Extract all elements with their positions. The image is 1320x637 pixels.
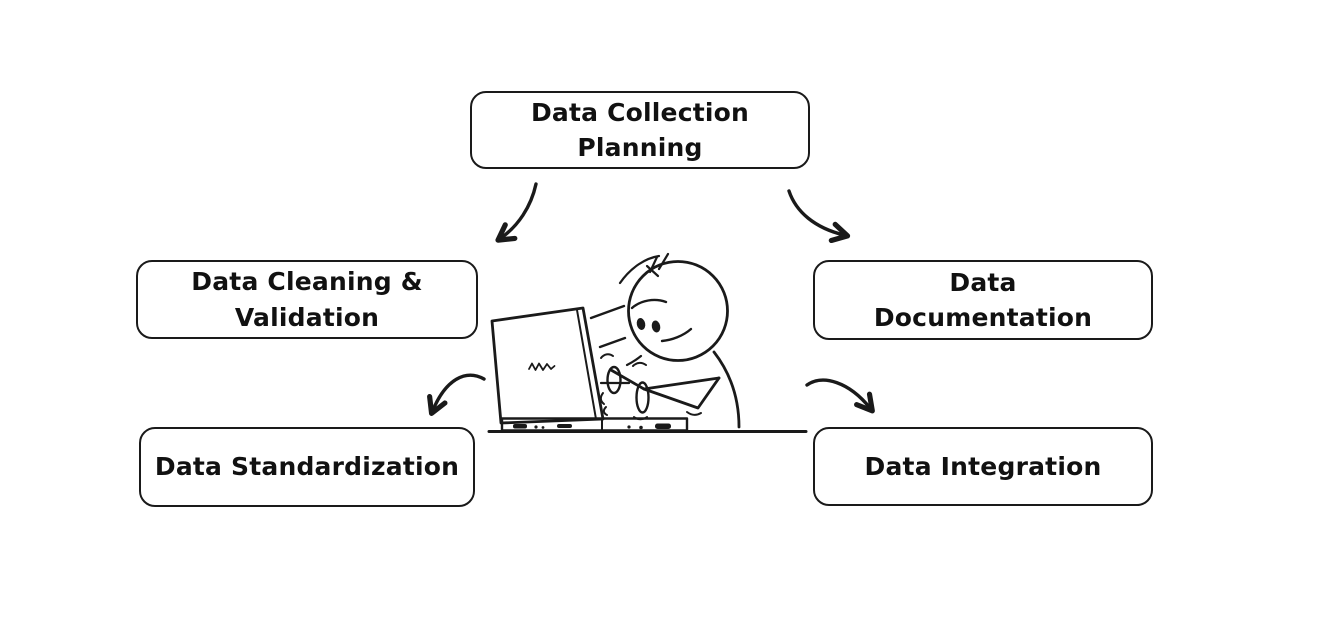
typing-motion-marks — [599, 353, 702, 421]
node-label-line: Data — [949, 267, 1017, 297]
laptop-logo-scribble — [528, 362, 556, 371]
eyes — [636, 318, 661, 333]
node-label-line: Planning — [577, 133, 703, 162]
jaw-line — [625, 354, 643, 367]
smile — [660, 327, 693, 343]
node-label-line: Validation — [234, 302, 380, 332]
curved-arrow-down-right-icon — [787, 189, 851, 244]
node-label-line: Data Standardization — [154, 452, 460, 482]
person-figure — [589, 252, 741, 429]
node-data-standardization: Data Standardization — [139, 427, 475, 507]
eyebrow — [630, 298, 668, 310]
back-line — [712, 350, 741, 429]
laptop-ports — [513, 423, 671, 430]
head — [627, 260, 729, 362]
node-label-line: Data Integration — [864, 451, 1102, 481]
node-label-line: Documentation — [873, 303, 1093, 332]
node-data-cleaning-validation: Data Cleaning & Validation — [136, 260, 478, 339]
node-label-line: Data Cleaning & — [191, 267, 423, 296]
curved-arrow-down-right-lower-icon — [805, 378, 875, 414]
arm — [609, 368, 721, 410]
curved-arrow-down-left-icon — [495, 182, 538, 243]
hair-strokes — [618, 252, 670, 285]
node-data-documentation: Data Documentation — [813, 260, 1153, 340]
shoulder-lines — [589, 304, 627, 349]
node-label-line: Data Collection — [530, 97, 750, 127]
forearms — [599, 365, 650, 414]
node-data-integration: Data Integration — [813, 427, 1153, 506]
curved-arrow-down-left-lower-icon — [427, 373, 486, 416]
node-data-collection-planning: Data Collection Planning — [470, 91, 810, 169]
person-typing-on-laptop-illustration — [487, 252, 808, 433]
laptop-icon — [490, 306, 689, 432]
